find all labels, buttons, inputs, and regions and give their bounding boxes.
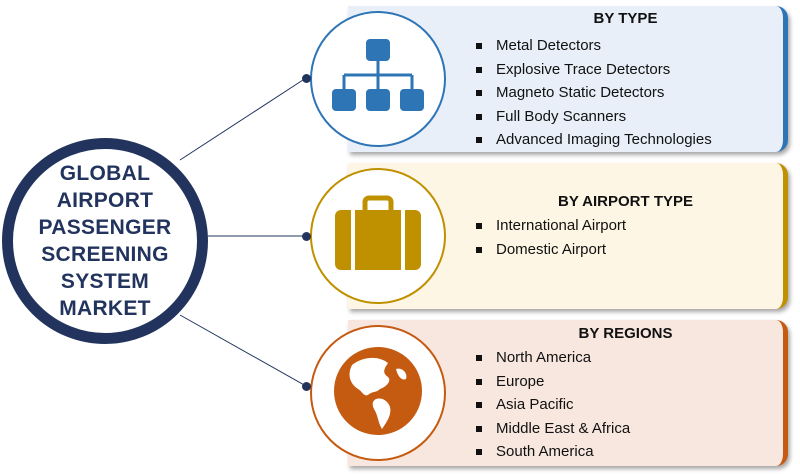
list-item: Europe: [476, 370, 630, 394]
segment-title-type: BY TYPE: [593, 10, 658, 27]
market-title: GLOBAL AIRPORT PASSENGER SCREENING SYSTE…: [38, 162, 172, 320]
connector-dot-airport: [302, 232, 311, 241]
list-item: Metal Detectors: [476, 34, 712, 58]
connector-line-regions: [179, 314, 307, 387]
connector-dot-regions: [302, 382, 311, 391]
hierarchy-icon: [330, 37, 426, 122]
list-item: Full Body Scanners: [476, 105, 712, 129]
list-item: Domestic Airport: [476, 238, 626, 262]
segment-list-airport-type: International Airport Domestic Airport: [476, 214, 626, 261]
globe-icon: [332, 345, 424, 442]
list-item: Middle East & Africa: [476, 417, 630, 441]
suitcase-icon: [333, 194, 423, 279]
list-item: Asia Pacific: [476, 393, 630, 417]
segment-title-regions: BY REGIONS: [578, 325, 673, 342]
market-hub-circle: GLOBAL AIRPORT PASSENGER SCREENING SYSTE…: [2, 138, 208, 344]
airport-type-icon-circle: [310, 168, 446, 304]
connector-dot-type: [302, 74, 311, 83]
list-item: Explosive Trace Detectors: [476, 58, 712, 82]
connector-line-type: [179, 77, 307, 161]
segment-title-airport-type: BY AIRPORT TYPE: [557, 193, 694, 210]
segment-list-type: Metal Detectors Explosive Trace Detector…: [476, 34, 712, 152]
list-item: South America: [476, 440, 630, 464]
regions-icon-circle: [310, 325, 446, 461]
list-item: Magneto Static Detectors: [476, 81, 712, 105]
list-item: North America: [476, 346, 630, 370]
type-icon-circle: [310, 11, 446, 147]
list-item: Advanced Imaging Technologies: [476, 128, 712, 152]
segment-list-regions: North America Europe Asia Pacific Middle…: [476, 346, 630, 464]
list-item: International Airport: [476, 214, 626, 238]
